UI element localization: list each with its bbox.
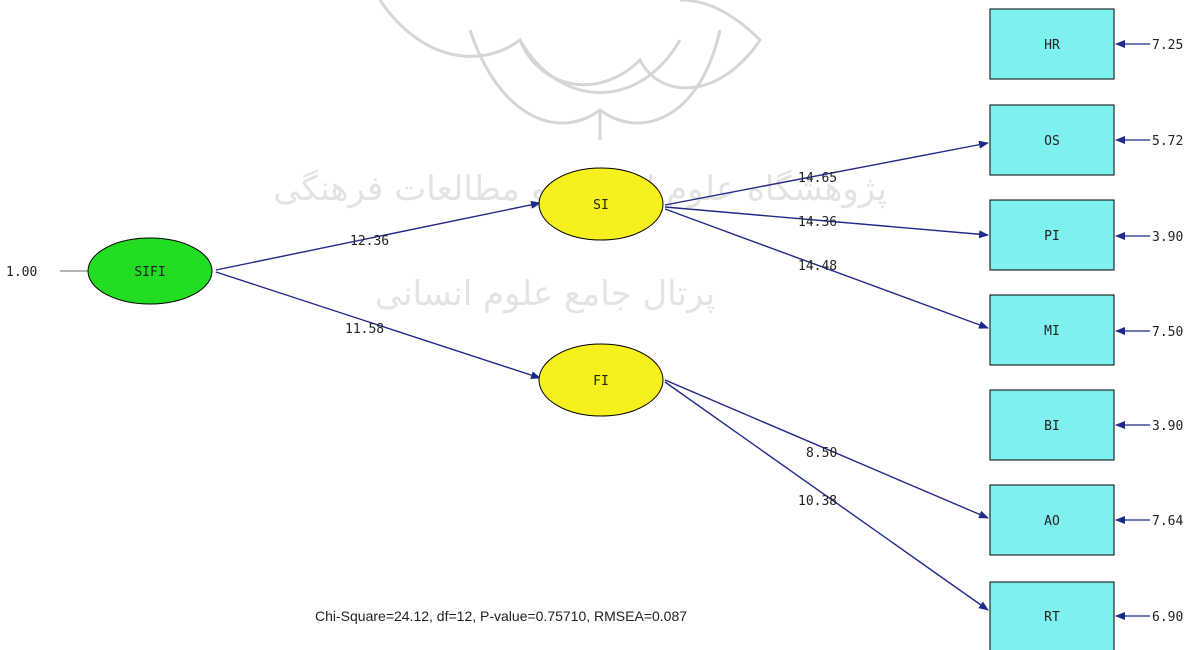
- latent-sifi-label: SIFI: [134, 265, 165, 280]
- error-label-mi: 7.50: [1152, 325, 1183, 340]
- indicator-mi-label: MI: [1044, 324, 1060, 339]
- latent-sifi-shape: [87, 237, 213, 305]
- path-label-sifi-si: 12.36: [350, 234, 389, 249]
- error-label-rt: 6.90: [1152, 610, 1183, 625]
- latent-si-label: SI: [593, 198, 609, 213]
- indicator-hr-box: [989, 8, 1115, 80]
- path-fi-ao: [664, 379, 989, 519]
- indicator-ao[interactable]: AO 7.64: [989, 484, 1183, 556]
- indicator-os-label: OS: [1044, 134, 1060, 149]
- path-label-si-mi: 14.48: [798, 259, 837, 274]
- indicator-ao-box: [989, 484, 1115, 556]
- indicator-pi-label: PI: [1044, 229, 1060, 244]
- path-si-mi: [664, 208, 989, 329]
- path-si-os: [664, 140, 989, 206]
- error-label-os: 5.72: [1152, 134, 1183, 149]
- fit-statistics: Chi-Square=24.12, df=12, P-value=0.75710…: [315, 608, 687, 624]
- latent-fi-label: FI: [593, 374, 609, 389]
- latent-si-shape: [538, 167, 664, 241]
- indicator-ao-label: AO: [1044, 514, 1060, 529]
- path-label-si-os: 14.65: [798, 171, 837, 186]
- indicator-pi[interactable]: PI 3.90: [989, 199, 1183, 271]
- path-sifi-si: [215, 200, 541, 271]
- watermark-text-line2: پرتال جامع علوم انسانی: [375, 274, 715, 314]
- indicator-rt[interactable]: RT 6.90: [989, 581, 1183, 650]
- watermark-logo: [378, 0, 762, 140]
- path-label-si-pi: 14.36: [798, 215, 837, 230]
- indicator-bi-box: [989, 389, 1115, 461]
- indicator-rt-box: [989, 581, 1115, 650]
- indicator-hr[interactable]: HR 7.25: [989, 8, 1183, 80]
- indicator-rt-label: RT: [1044, 610, 1060, 625]
- path-label-fi-rt: 10.38: [798, 494, 837, 509]
- error-label-ao: 7.64: [1152, 514, 1183, 529]
- indicator-os[interactable]: OS 5.72: [989, 104, 1183, 176]
- error-label-pi: 3.90: [1152, 230, 1183, 245]
- latent-sifi[interactable]: SIFI: [87, 237, 213, 305]
- path-label-sifi-fi: 11.58: [345, 322, 384, 337]
- indicator-mi-box: [989, 294, 1115, 366]
- latent-fi-shape: [538, 343, 664, 417]
- indicator-pi-box: [989, 199, 1115, 271]
- indicator-mi[interactable]: MI 7.50: [989, 294, 1183, 366]
- indicator-os-box: [989, 104, 1115, 176]
- indicator-hr-label: HR: [1044, 38, 1060, 53]
- sifi-variance-label: 1.00: [6, 265, 37, 280]
- path-label-fi-ao: 8.50: [806, 446, 837, 461]
- path-sifi-fi: [215, 271, 541, 380]
- indicator-bi[interactable]: BI 3.90: [989, 389, 1183, 461]
- path-si-pi: [664, 206, 989, 239]
- latent-si[interactable]: SI: [538, 167, 664, 241]
- latent-fi[interactable]: FI: [538, 343, 664, 417]
- path-fi-rt: [664, 381, 989, 611]
- error-label-bi: 3.90: [1152, 419, 1183, 434]
- indicator-bi-label: BI: [1044, 419, 1060, 434]
- error-label-hr: 7.25: [1152, 38, 1183, 53]
